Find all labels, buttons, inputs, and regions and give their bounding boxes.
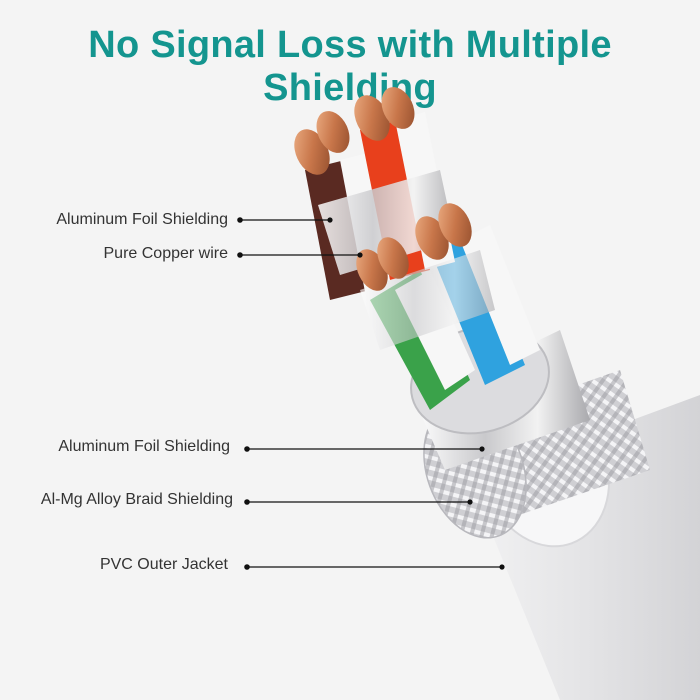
label-pvc-outer-jacket: PVC Outer Jacket: [99, 556, 228, 573]
leader-foil-inner: [237, 217, 333, 223]
copper-strands: [294, 87, 472, 291]
label-pure-copper-wire: Pure Copper wire: [103, 245, 229, 262]
label-aluminum-foil-inner: Aluminum Foil Shielding: [56, 211, 228, 228]
headline: No Signal Loss with Multiple Shielding: [88, 24, 612, 109]
inner-foil-brown-orange: [318, 170, 455, 275]
leader-copper: [237, 252, 363, 258]
leader-jacket: [244, 564, 505, 570]
inner-foil-green-blue: [360, 250, 495, 350]
label-braid-shielding: Al-Mg Alloy Braid Shielding: [40, 491, 233, 508]
label-aluminum-foil-outer: Aluminum Foil Shielding: [58, 438, 230, 455]
leader-braid: [244, 499, 473, 505]
leader-foil-outer: [244, 446, 485, 452]
